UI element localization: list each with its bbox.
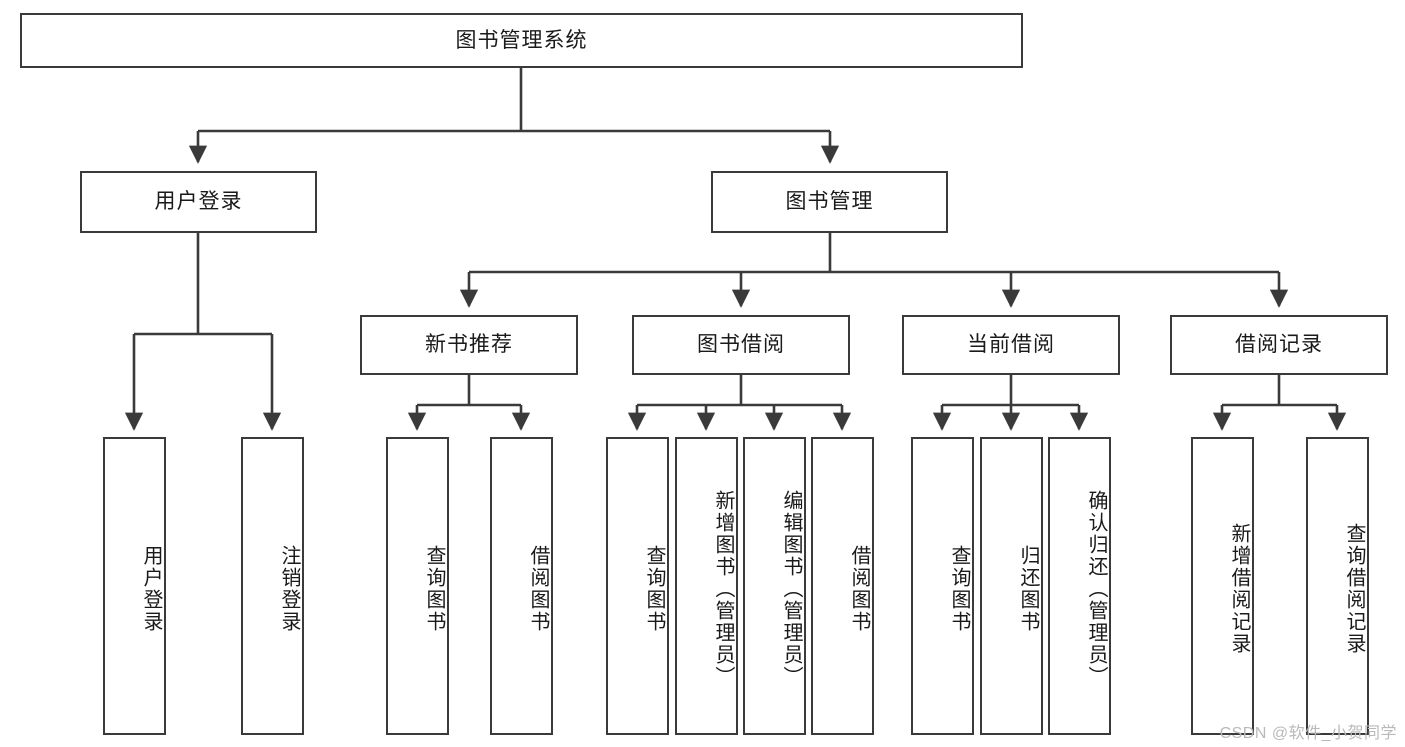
leaf-borrow-book[interactable]: 借阅图书 xyxy=(811,437,874,735)
node-label: 注销登录 xyxy=(278,545,300,633)
node-label: 归还图书 xyxy=(1017,545,1039,633)
node-label: 图书管理 xyxy=(785,190,874,214)
node-new-book-recommend[interactable]: 新书推荐 xyxy=(360,315,578,375)
node-label: 当前借阅 xyxy=(967,333,1055,357)
leaf-query-borrow-record[interactable]: 查询借阅记录 xyxy=(1306,437,1369,735)
node-book-management[interactable]: 图书管理 xyxy=(711,171,948,233)
leaf-add-book-admin[interactable]: 新增图书（管理员） xyxy=(675,437,738,735)
leaf-logout-login[interactable]: 注销登录 xyxy=(241,437,304,735)
node-label: 用户登录 xyxy=(154,190,243,214)
node-user-login[interactable]: 用户登录 xyxy=(80,171,317,233)
node-label: 借阅记录 xyxy=(1235,333,1323,357)
node-label: 新书推荐 xyxy=(425,333,513,357)
node-label: 新增借阅记录 xyxy=(1228,523,1250,655)
node-label: 借阅图书 xyxy=(527,545,549,633)
leaf-user-login[interactable]: 用户登录 xyxy=(103,437,166,735)
node-label: 查询图书 xyxy=(948,545,970,633)
leaf-query-book-borrow[interactable]: 查询图书 xyxy=(606,437,669,735)
leaf-confirm-return-admin[interactable]: 确认归还（管理员） xyxy=(1048,437,1111,735)
node-book-borrow[interactable]: 图书借阅 xyxy=(632,315,850,375)
node-current-borrow[interactable]: 当前借阅 xyxy=(902,315,1120,375)
node-label: 确认归还（管理员） xyxy=(1085,490,1107,688)
leaf-add-borrow-record[interactable]: 新增借阅记录 xyxy=(1191,437,1254,735)
node-label: 查询借阅记录 xyxy=(1343,523,1365,655)
node-label: 新增图书（管理员） xyxy=(712,490,734,688)
node-label: 用户登录 xyxy=(140,545,162,633)
leaf-borrow-book-recommend[interactable]: 借阅图书 xyxy=(490,437,553,735)
leaf-edit-book-admin[interactable]: 编辑图书（管理员） xyxy=(743,437,806,735)
node-label: 图书管理系统 xyxy=(455,28,588,52)
node-label: 查询图书 xyxy=(643,545,665,633)
node-label: 编辑图书（管理员） xyxy=(780,490,802,688)
node-label: 查询图书 xyxy=(423,545,445,633)
leaf-query-book-recommend[interactable]: 查询图书 xyxy=(386,437,449,735)
node-borrow-record[interactable]: 借阅记录 xyxy=(1170,315,1388,375)
node-root-library-management-system[interactable]: 图书管理系统 xyxy=(20,13,1023,68)
leaf-return-book[interactable]: 归还图书 xyxy=(980,437,1043,735)
leaf-query-book-current[interactable]: 查询图书 xyxy=(911,437,974,735)
node-label: 图书借阅 xyxy=(697,333,785,357)
node-label: 借阅图书 xyxy=(848,545,870,633)
